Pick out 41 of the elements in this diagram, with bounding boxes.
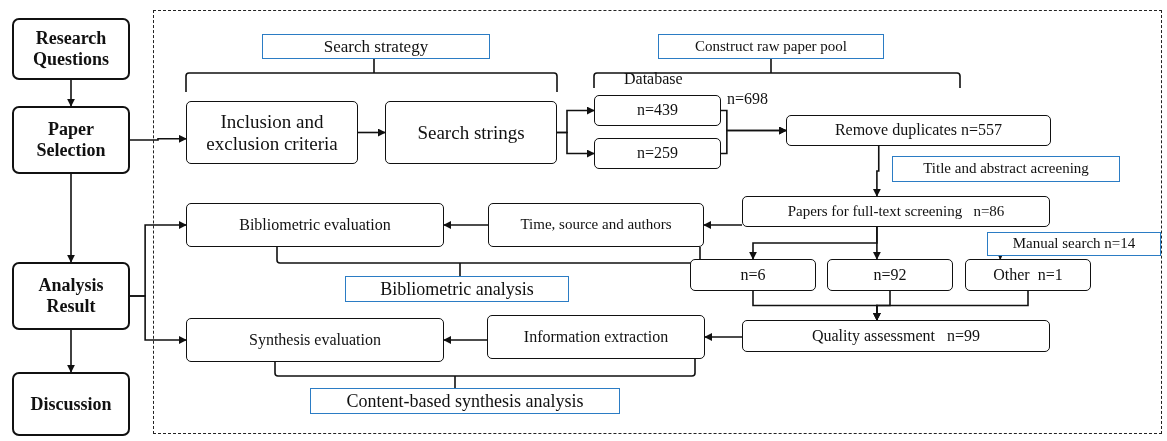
process-box: n=439 xyxy=(594,95,721,126)
process-box: n=6 xyxy=(690,259,816,291)
arrow xyxy=(129,134,187,143)
process-box: n=259 xyxy=(594,138,721,169)
arrow xyxy=(357,128,386,137)
arrow xyxy=(67,173,75,263)
section-heading-box: Bibliometric analysis xyxy=(345,276,569,302)
arrow xyxy=(129,295,187,344)
process-box: Quality assessment n=99 xyxy=(742,320,1050,352)
arrow xyxy=(872,290,1029,321)
process-box: Information extraction xyxy=(487,315,705,359)
section-heading-box: Manual search n=14 xyxy=(987,232,1161,256)
section-heading-box: Construct raw paper pool xyxy=(658,34,884,59)
text-label: Database xyxy=(624,70,683,88)
section-heading-box: Title and abstract acreening xyxy=(892,156,1120,182)
process-box: Remove duplicates n=557 xyxy=(786,115,1051,146)
arrow xyxy=(872,145,881,197)
process-box: Time, source and authors xyxy=(488,203,704,247)
stage-box: Research Questions xyxy=(12,18,130,80)
process-box: Inclusion and exclusion criteria xyxy=(186,101,358,164)
arrow xyxy=(556,131,595,158)
text-label: n=698 xyxy=(727,90,769,108)
process-box: Papers for full-text screening n=86 xyxy=(742,196,1050,227)
arrow xyxy=(67,79,75,107)
stage-box: Analysis Result xyxy=(12,262,130,330)
stage-box: Discussion xyxy=(12,372,130,436)
arrow xyxy=(443,336,488,344)
stage-box: Paper Selection xyxy=(12,106,130,174)
arrow xyxy=(704,333,743,341)
process-box: n=92 xyxy=(827,259,953,291)
arrow xyxy=(67,329,75,373)
section-heading-box: Search strategy xyxy=(262,34,490,59)
process-box: Other n=1 xyxy=(965,259,1091,291)
arrow xyxy=(872,226,881,260)
process-box: Search strings xyxy=(385,101,557,164)
process-box: Synthesis evaluation xyxy=(186,318,444,362)
process-box: Bibliometric evaluation xyxy=(186,203,444,247)
arrow xyxy=(703,221,743,229)
arrow xyxy=(443,221,489,229)
arrow xyxy=(720,126,787,155)
section-heading-box: Content-based synthesis analysis xyxy=(310,388,620,414)
